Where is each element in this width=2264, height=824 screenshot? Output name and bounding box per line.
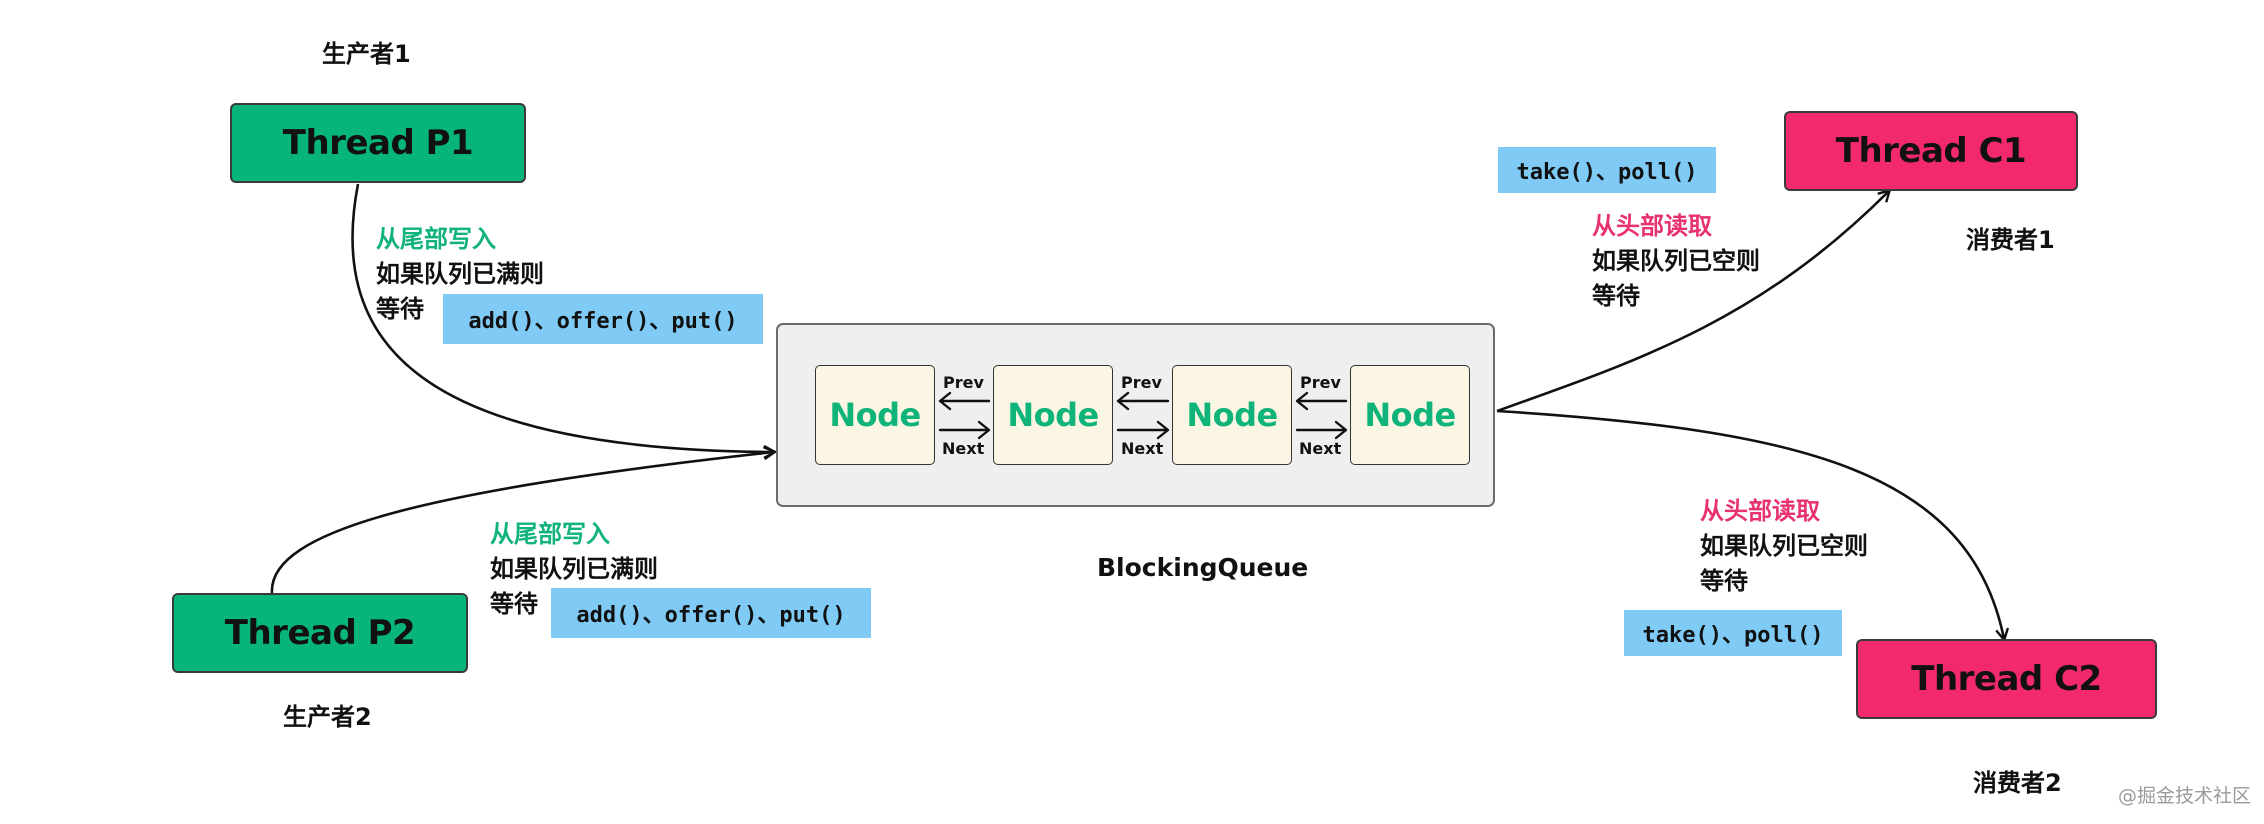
p1-methods-label: add()、offer()、put() <box>443 294 763 344</box>
queue-node: Node <box>1172 365 1292 465</box>
watermark: @掘金技术社区 <box>2118 785 2252 807</box>
c1-read-note: 从头部读取 如果队列已空则 等待 <box>1592 209 1760 314</box>
thread-p1-box: Thread P1 <box>230 103 526 183</box>
next-label: Next <box>1121 439 1164 458</box>
p2-note-line2: 等待 <box>490 590 538 618</box>
producer-1-caption: 生产者1 <box>322 40 411 68</box>
thread-c2-box: Thread C2 <box>1856 639 2157 719</box>
prev-link-arrow <box>1295 391 1348 411</box>
queue-label: BlockingQueue <box>1097 553 1309 582</box>
prev-label: Prev <box>943 373 984 392</box>
queue-to-c2-arrow <box>1496 409 2004 639</box>
c2-read-note: 从头部读取 如果队列已空则 等待 <box>1700 494 1868 599</box>
c2-note-title: 从头部读取 <box>1700 497 1820 525</box>
c2-note-line1: 如果队列已空则 <box>1700 532 1868 560</box>
p1-note-line2: 等待 <box>376 295 424 323</box>
p2-write-note: 从尾部写入 如果队列已满则 等待 <box>490 517 658 622</box>
c1-note-line2: 等待 <box>1592 282 1640 310</box>
queue-node: Node <box>1350 365 1470 465</box>
next-link-arrow <box>938 420 991 440</box>
p2-note-line1: 如果队列已满则 <box>490 555 658 583</box>
p2-methods-label: add()、offer()、put() <box>551 588 871 638</box>
thread-p2-box: Thread P2 <box>172 593 468 673</box>
prev-label: Prev <box>1300 373 1341 392</box>
p1-note-line1: 如果队列已满则 <box>376 260 544 288</box>
p1-to-queue-arrow <box>351 183 774 452</box>
next-link-arrow <box>1116 420 1170 440</box>
prev-label: Prev <box>1121 373 1162 392</box>
c1-methods-label: take()、poll() <box>1498 147 1716 193</box>
queue-node: Node <box>815 365 935 465</box>
p1-write-note: 从尾部写入 如果队列已满则 等待 <box>376 222 544 327</box>
consumer-1-caption: 消费者1 <box>1966 226 2055 254</box>
consumer-2-caption: 消费者2 <box>1973 769 2062 797</box>
prev-link-arrow <box>938 391 991 411</box>
c1-note-line1: 如果队列已空则 <box>1592 247 1760 275</box>
prev-link-arrow <box>1116 391 1170 411</box>
p2-to-queue-arrow <box>270 452 774 594</box>
next-link-arrow <box>1295 420 1348 440</box>
thread-c1-box: Thread C1 <box>1784 111 2078 191</box>
queue-to-c1-arrow <box>1496 191 1889 413</box>
c2-note-line2: 等待 <box>1700 567 1748 595</box>
producer-2-caption: 生产者2 <box>283 703 372 731</box>
p1-note-title: 从尾部写入 <box>376 225 496 253</box>
queue-node: Node <box>993 365 1113 465</box>
c1-note-title: 从头部读取 <box>1592 212 1712 240</box>
next-label: Next <box>1299 439 1342 458</box>
p2-note-title: 从尾部写入 <box>490 520 610 548</box>
next-label: Next <box>942 439 985 458</box>
c2-methods-label: take()、poll() <box>1624 610 1842 656</box>
